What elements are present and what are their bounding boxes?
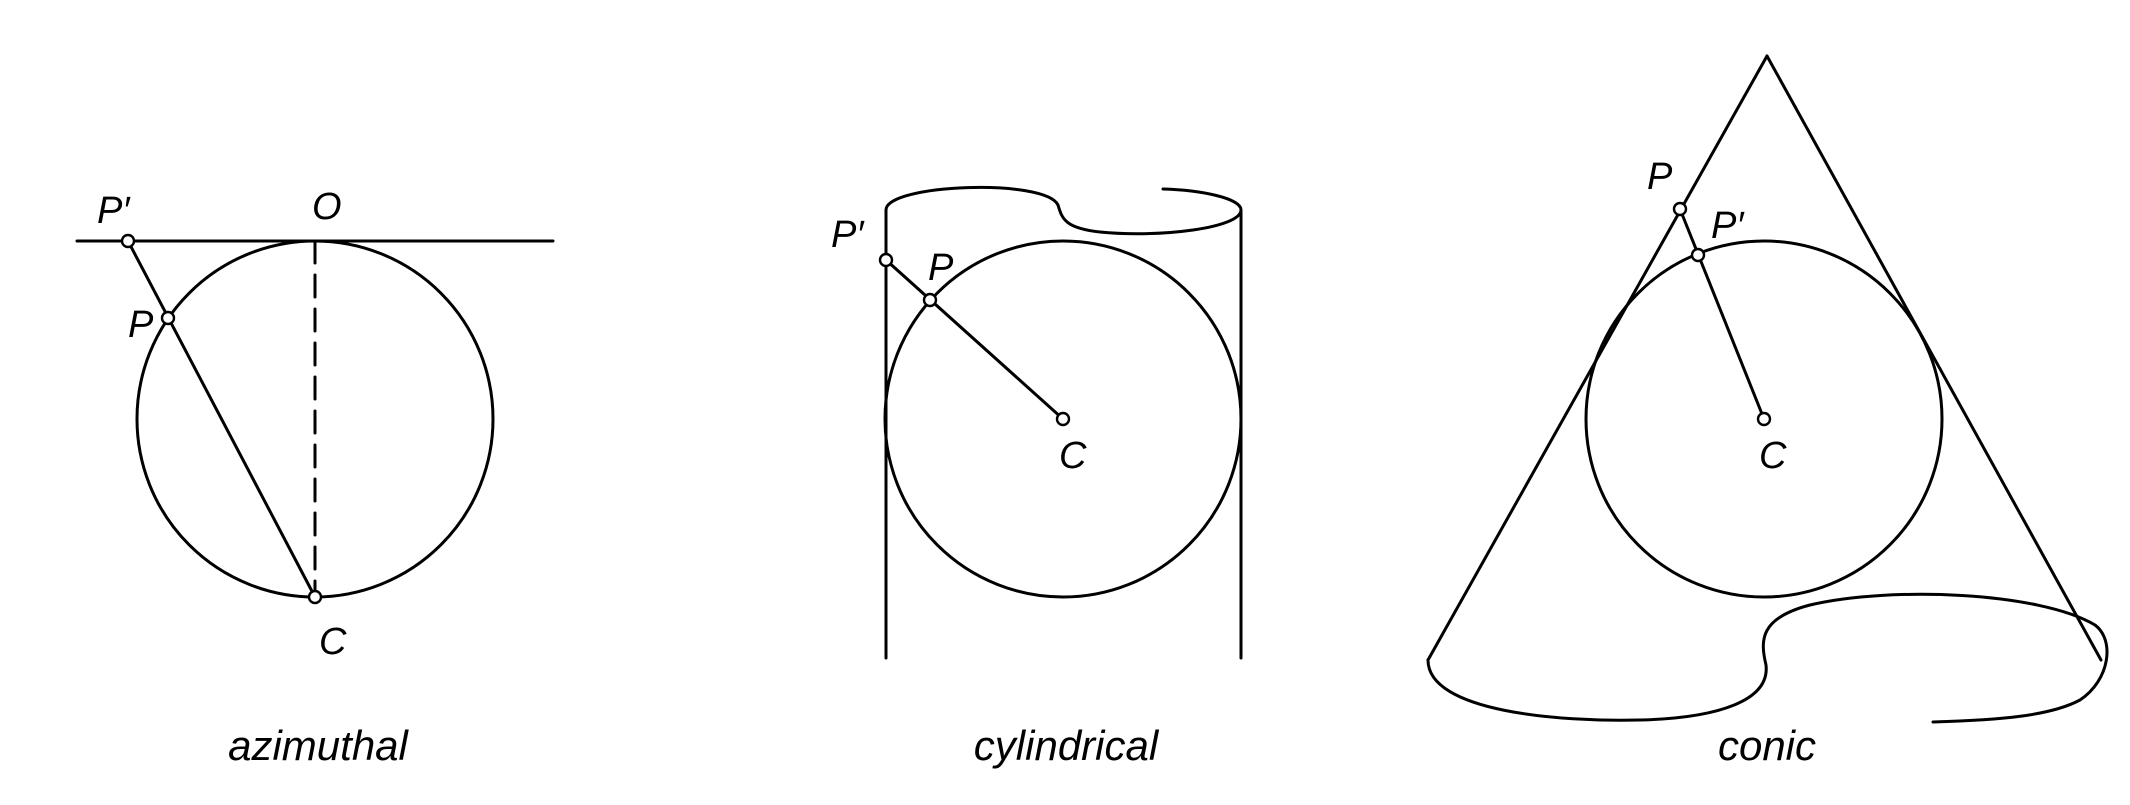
azimuthal-point-c <box>307 589 323 605</box>
conic-point-p-prime <box>1690 247 1706 263</box>
cylindrical-label-p: P <box>928 247 954 289</box>
azimuthal-caption: azimuthal <box>228 722 409 769</box>
azimuthal-panel: P′ O P C azimuthal <box>75 186 555 769</box>
conic-panel: P P′ C conic <box>1426 54 2109 769</box>
cylinder-top-rim <box>884 185 1243 236</box>
conic-sphere <box>1584 239 1944 599</box>
conic-point-c <box>1756 411 1772 427</box>
cone-right-edge <box>1765 54 2103 662</box>
cylindrical-label-c: C <box>1059 435 1087 477</box>
cylindrical-point-p-prime <box>878 252 894 268</box>
cylindrical-label-p-prime: P′ <box>831 214 865 256</box>
azimuthal-point-p-prime <box>120 233 136 249</box>
azimuthal-label-c: C <box>319 621 347 663</box>
conic-label-p-prime: P′ <box>1711 205 1745 247</box>
cylindrical-caption: cylindrical <box>974 722 1160 769</box>
conic-point-p <box>1672 201 1688 217</box>
azimuthal-label-o: O <box>312 186 342 228</box>
cylindrical-point-c <box>1055 411 1071 427</box>
conic-label-p: P <box>1647 156 1673 198</box>
azimuthal-projection-ray <box>126 239 317 599</box>
conic-caption: conic <box>1718 722 1816 769</box>
azimuthal-label-p: P <box>128 304 154 346</box>
conic-projection-ray <box>1678 207 1766 421</box>
conic-label-c: C <box>1759 435 1787 477</box>
azimuthal-point-p <box>160 310 176 326</box>
cylindrical-sphere <box>883 239 1243 599</box>
cylindrical-panel: P′ P C cylindrical <box>831 185 1243 769</box>
cone-base-rim <box>1426 592 2109 724</box>
cylindrical-point-p <box>922 292 938 308</box>
cylindrical-projection-ray <box>884 258 1065 421</box>
azimuthal-label-p-prime: P′ <box>97 190 131 232</box>
